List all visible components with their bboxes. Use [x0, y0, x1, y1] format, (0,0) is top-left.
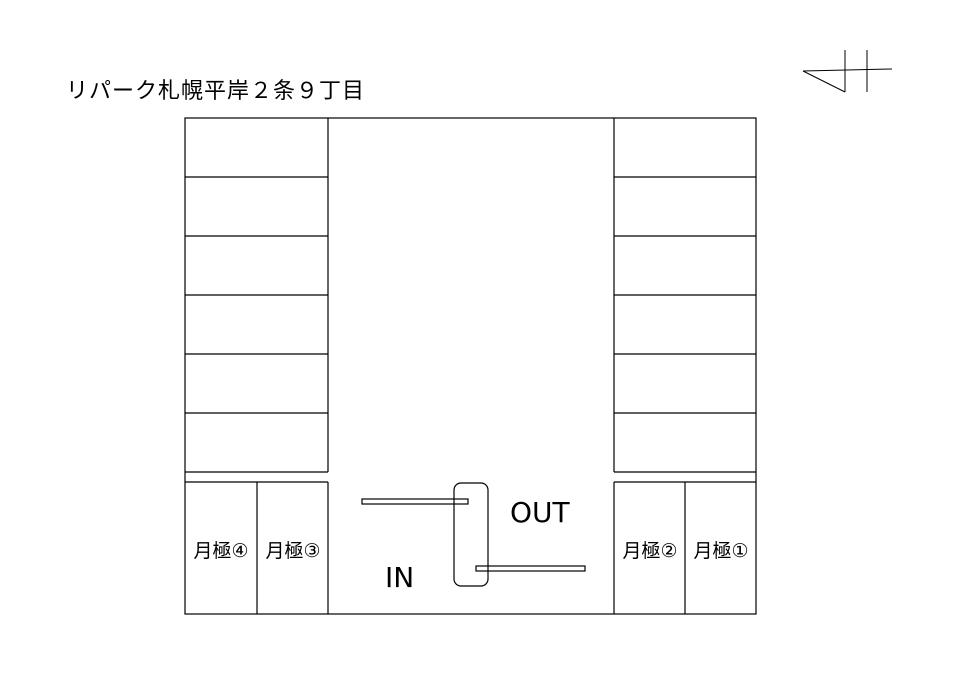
monthly-slot-4: 月極④	[193, 540, 248, 562]
entry-label: IN	[385, 561, 414, 594]
exit-barrier-arm	[475, 565, 586, 572]
page-title: リパーク札幌平岸２条９丁目	[66, 79, 365, 104]
lot-boundary	[184, 117, 757, 615]
north-arrow-icon	[802, 50, 893, 93]
monthly-slot-1: 月極①	[693, 540, 748, 562]
exit-label: OUT	[510, 496, 571, 529]
monthly-slot-3: 月極③	[265, 540, 320, 562]
monthly-bays-left	[185, 481, 329, 614]
right-bay-column	[613, 118, 756, 473]
left-bay-column	[185, 118, 329, 473]
monthly-slot-2: 月極②	[622, 540, 677, 562]
gate-booth	[453, 482, 489, 587]
entry-barrier-arm	[361, 498, 469, 505]
monthly-bays-right	[613, 481, 756, 614]
